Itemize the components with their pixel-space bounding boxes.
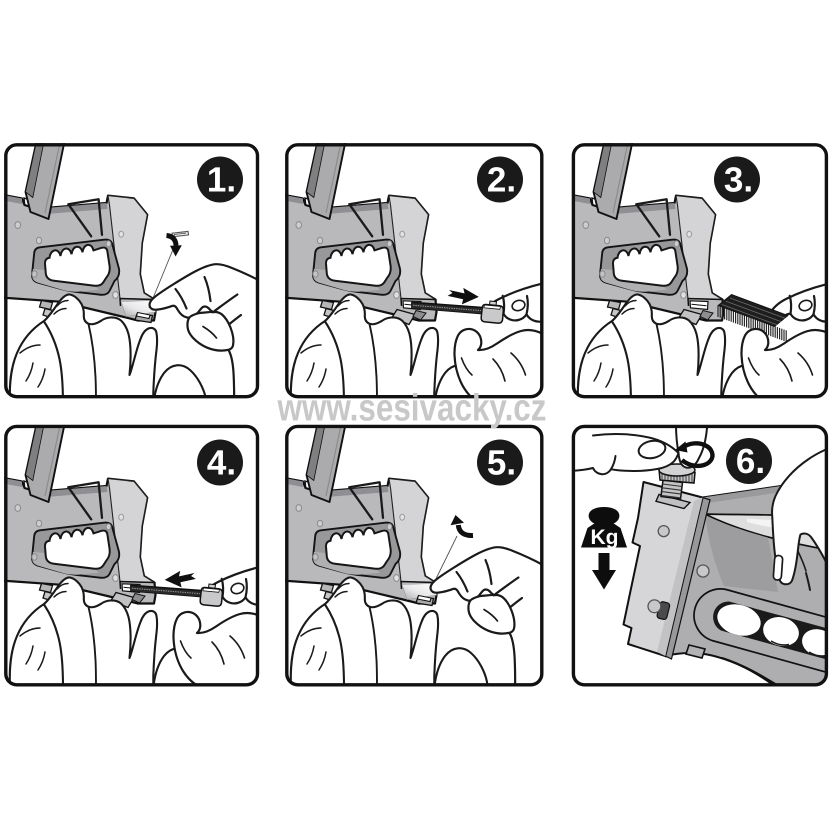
svg-text:6.: 6. (736, 442, 765, 481)
svg-text:2.: 2. (487, 161, 516, 200)
svg-text:1.: 1. (207, 161, 236, 200)
svg-text:Kg: Kg (591, 526, 619, 549)
svg-text:www.sesivacky.cz: www.sesivacky.cz (277, 388, 547, 430)
svg-text:3.: 3. (724, 161, 753, 200)
svg-text:5.: 5. (487, 444, 516, 483)
svg-text:4.: 4. (207, 444, 236, 483)
